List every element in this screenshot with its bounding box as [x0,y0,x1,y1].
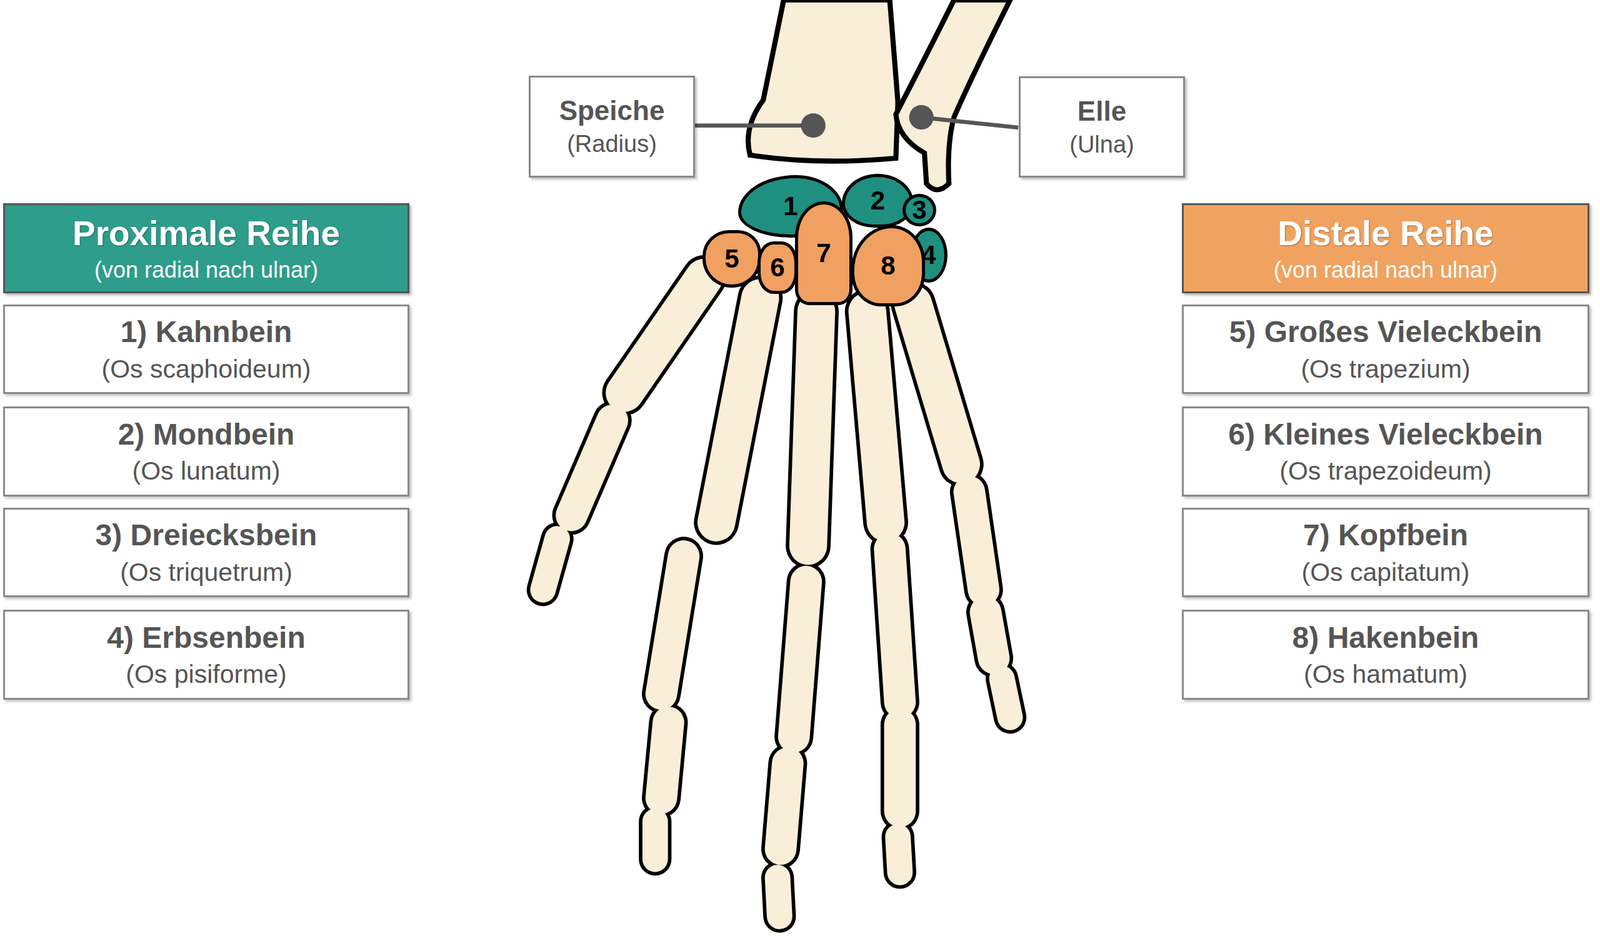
bone-title: Proximale Reihe [72,212,340,254]
bone-name-box: 5) Großes Vieleckbein(Os trapezium) [1181,304,1590,394]
latin-name: (Os triquetrum) [120,556,293,588]
latin-name: (Os trapezium) [1300,353,1470,385]
bone-title: 6) Kleines Vieleckbein [1228,416,1543,453]
carpal-bone: 2 [841,173,914,228]
bone-title: 5 [724,243,739,275]
bone-name-box: 3) Dreiecksbein(Os triquetrum) [3,507,410,597]
bone-label: Speiche(Radius) [528,75,695,178]
latin-name: (Os scaphoideum) [101,353,312,385]
bone-title: Distale Reihe [1277,212,1494,254]
bone-name-box: 1) Kahnbein(Os scaphoideum) [3,304,410,394]
bone-title: 3 [911,194,927,226]
bone-name-box: 4) Erbsenbein(Os pisiforme) [3,609,410,700]
bone-name-box: 7) Kopfbein(Os capitatum) [1181,507,1590,597]
bone-title: 6 [770,251,785,284]
carpal-bone: 3 [902,193,937,227]
bone-title: 7 [816,237,831,269]
carpal-bone: 8 [851,225,925,307]
bone-title: 2) Mondbein [118,416,295,453]
latin-name: (Radius) [566,130,657,159]
bone-title: Speiche [559,94,665,128]
latin-name: (von radial nach ulnar) [1273,256,1498,284]
row-header: Distale Reihe(von radial nach ulnar) [1181,203,1590,294]
bone-title: 5) Großes Vieleckbein [1229,313,1543,350]
latin-name: (Os capitatum) [1301,556,1470,588]
bone-title: 7) Kopfbein [1303,516,1469,554]
carpal-bone: 5 [702,230,762,288]
bone-name-box: 2) Mondbein(Os lunatum) [3,406,410,497]
bone-title: 8 [880,250,895,282]
latin-name: (Os pisiforme) [125,658,287,690]
bone-name-box: 6) Kleines Vieleckbein(Os trapezoideum) [1181,406,1590,497]
latin-name: (von radial nach ulnar) [94,256,319,284]
bone-title: 4) Erbsenbein [106,619,305,656]
latin-name: (Os trapezoideum) [1279,455,1492,487]
bone-label: Elle(Ulna) [1018,76,1185,178]
carpal-bone: 6 [757,241,798,294]
latin-name: (Os lunatum) [132,455,281,487]
bone-title: 2 [870,185,885,217]
bone-title: 1) Kahnbein [120,313,293,350]
row-header: Proximale Reihe(von radial nach ulnar) [3,203,410,294]
carpal-bone: 7 [795,201,853,305]
bone-title: Elle [1077,95,1127,129]
latin-name: (Ulna) [1069,130,1134,160]
bone-title: 8) Hakenbein [1292,619,1480,656]
bone-name-box: 8) Hakenbein(Os hamatum) [1181,609,1590,700]
bone-title: 3) Dreiecksbein [95,516,318,554]
latin-name: (Os hamatum) [1303,658,1468,690]
bone-title: 1 [783,190,798,222]
